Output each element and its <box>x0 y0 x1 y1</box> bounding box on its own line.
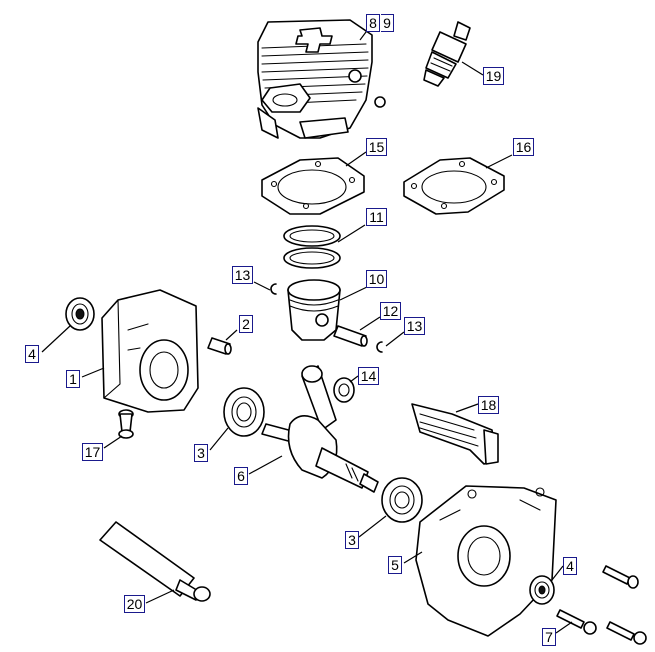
callout-13-lower[interactable]: 13 <box>404 317 425 335</box>
circlip-part-a <box>270 283 277 295</box>
callout-11[interactable]: 11 <box>366 208 387 226</box>
callout-4-left[interactable]: 4 <box>25 345 39 363</box>
gasket-part-16 <box>403 157 505 215</box>
callout-16[interactable]: 16 <box>513 138 534 156</box>
cylinder-part <box>257 19 386 139</box>
callout-9[interactable]: 9 <box>381 14 394 32</box>
oil-seal-part-b <box>529 575 555 605</box>
circlip-part-b <box>376 341 383 353</box>
bearing-part-a <box>223 387 265 437</box>
piston-rings-part <box>283 225 341 269</box>
callout-4-right[interactable]: 4 <box>563 557 577 575</box>
piston-pin-part <box>333 325 368 347</box>
callout-20[interactable]: 20 <box>124 595 145 613</box>
dowel-pin-part <box>207 337 232 355</box>
callout-13-upper[interactable]: 13 <box>232 266 253 284</box>
screw-part-7a <box>602 565 639 589</box>
crankcase-part-5 <box>415 485 557 637</box>
callout-3-upper[interactable]: 3 <box>194 444 208 462</box>
callout-18[interactable]: 18 <box>478 396 499 414</box>
screw-part-17 <box>118 409 134 439</box>
leader-lines <box>41 23 573 634</box>
spark-plug-part <box>423 21 471 87</box>
gasket-part-15 <box>261 157 365 215</box>
needle-cage-part <box>333 377 355 403</box>
piston-part <box>287 279 341 341</box>
grease-tube-part <box>99 521 211 602</box>
callout-19[interactable]: 19 <box>483 67 504 85</box>
callout-12[interactable]: 12 <box>380 302 401 320</box>
crankshaft-part <box>261 365 379 493</box>
callout-15[interactable]: 15 <box>366 138 387 156</box>
callout-10[interactable]: 10 <box>366 270 387 288</box>
callout-3-lower[interactable]: 3 <box>345 531 359 549</box>
callout-6[interactable]: 6 <box>234 467 248 485</box>
screw-part-7b <box>556 609 597 635</box>
callout-17[interactable]: 17 <box>82 443 103 461</box>
plate-part-18 <box>411 403 499 465</box>
crankcase-part-1 <box>101 289 199 413</box>
callout-5[interactable]: 5 <box>388 556 402 574</box>
screw-part-7c <box>606 621 647 645</box>
callout-2[interactable]: 2 <box>239 315 253 333</box>
bearing-part-b <box>381 477 423 523</box>
callout-7[interactable]: 7 <box>542 628 556 646</box>
callout-8[interactable]: 8 <box>366 14 380 32</box>
oil-seal-part-a <box>65 297 95 331</box>
callout-14[interactable]: 14 <box>358 367 379 385</box>
callout-1[interactable]: 1 <box>66 370 80 388</box>
